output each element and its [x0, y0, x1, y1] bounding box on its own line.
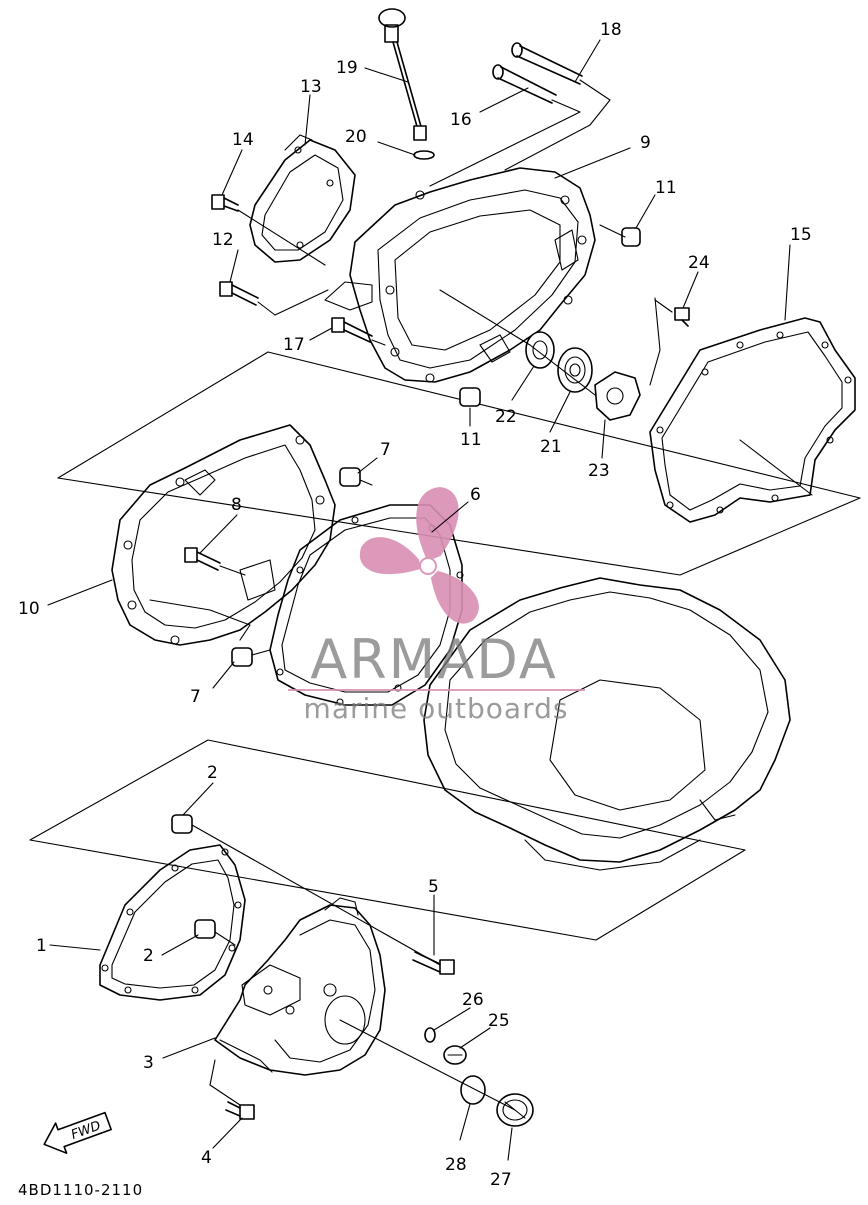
callout-12: 12 [212, 230, 234, 250]
callout-7-lower: 7 [190, 687, 201, 707]
watermark-brand: ARMADA [310, 628, 558, 691]
seal-22 [525, 331, 555, 369]
o-ring-28 [460, 1075, 486, 1105]
callout-leaders [47, 39, 791, 1161]
dowel-7-lower [231, 647, 253, 667]
gasket-1 [99, 844, 246, 1001]
dowel-7-upper [339, 467, 361, 487]
callout-9: 9 [640, 133, 651, 153]
callout-2-upper: 2 [207, 763, 218, 783]
callout-11-bottom: 11 [460, 430, 482, 450]
crankcase-outline [423, 577, 791, 871]
callout-24: 24 [688, 253, 710, 273]
cover-plate-13 [249, 134, 356, 263]
callout-16: 16 [450, 110, 472, 130]
callout-6: 6 [470, 485, 481, 505]
callout-14: 14 [232, 130, 254, 150]
screw-24 [674, 307, 690, 327]
bolt-4 [225, 1101, 255, 1120]
part-code: 4BD1110-2110 [18, 1181, 143, 1199]
lower-assembly-plane [29, 739, 746, 941]
upper-assembly-plane [57, 351, 861, 576]
callout-15: 15 [790, 225, 812, 245]
callout-11-top: 11 [655, 178, 677, 198]
propeller-logo [359, 486, 479, 624]
callout-2-lower: 2 [143, 946, 154, 966]
callout-7-upper: 7 [380, 440, 391, 460]
generator-cover-3 [214, 897, 386, 1076]
callout-18: 18 [600, 20, 622, 40]
plug-25 [443, 1045, 467, 1065]
callout-21: 21 [540, 437, 562, 457]
fwd-arrow: FWD [43, 1111, 112, 1154]
gasket-23 [594, 371, 641, 421]
bolt-14 [211, 194, 239, 212]
callout-27: 27 [490, 1170, 512, 1190]
bolt-8 [184, 547, 221, 571]
armada-watermark: ARMADA marine outboards [288, 486, 585, 725]
callout-numbers: 18 19 16 13 14 20 9 11 12 15 24 17 11 22… [18, 20, 812, 1190]
callout-23: 23 [588, 461, 610, 481]
dipstick-19 [378, 8, 427, 141]
watermark-tagline: marine outboards [304, 692, 569, 725]
callout-13: 13 [300, 77, 322, 97]
callout-8: 8 [231, 495, 242, 515]
dowel-2-lower [194, 919, 216, 939]
o-ring-20 [413, 150, 435, 160]
callout-3: 3 [143, 1053, 154, 1073]
dowel-11-top [621, 227, 641, 247]
alignment-lines [191, 79, 813, 1111]
callout-22: 22 [495, 407, 517, 427]
dowel-11-bottom [459, 387, 481, 407]
callout-28: 28 [445, 1155, 467, 1175]
callout-20: 20 [345, 127, 367, 147]
callout-17: 17 [283, 335, 305, 355]
o-ring-26 [424, 1027, 436, 1043]
callout-4: 4 [201, 1148, 212, 1168]
dowel-2-upper [171, 814, 193, 834]
callout-1: 1 [36, 936, 47, 956]
bolt-12 [219, 281, 259, 306]
bolt-5 [412, 951, 455, 975]
gasket-15 [649, 317, 856, 523]
callout-5: 5 [428, 877, 439, 897]
bolt-16 [492, 64, 557, 104]
bolt-18 [511, 42, 583, 85]
callout-19: 19 [336, 58, 358, 78]
bearing-21 [557, 347, 593, 393]
clutch-cover-10 [111, 424, 336, 646]
callout-10: 10 [18, 599, 40, 619]
callout-26: 26 [462, 990, 484, 1010]
crankcase-cover-9 [324, 167, 596, 383]
bolt-17 [331, 317, 373, 343]
callout-25: 25 [488, 1011, 510, 1031]
